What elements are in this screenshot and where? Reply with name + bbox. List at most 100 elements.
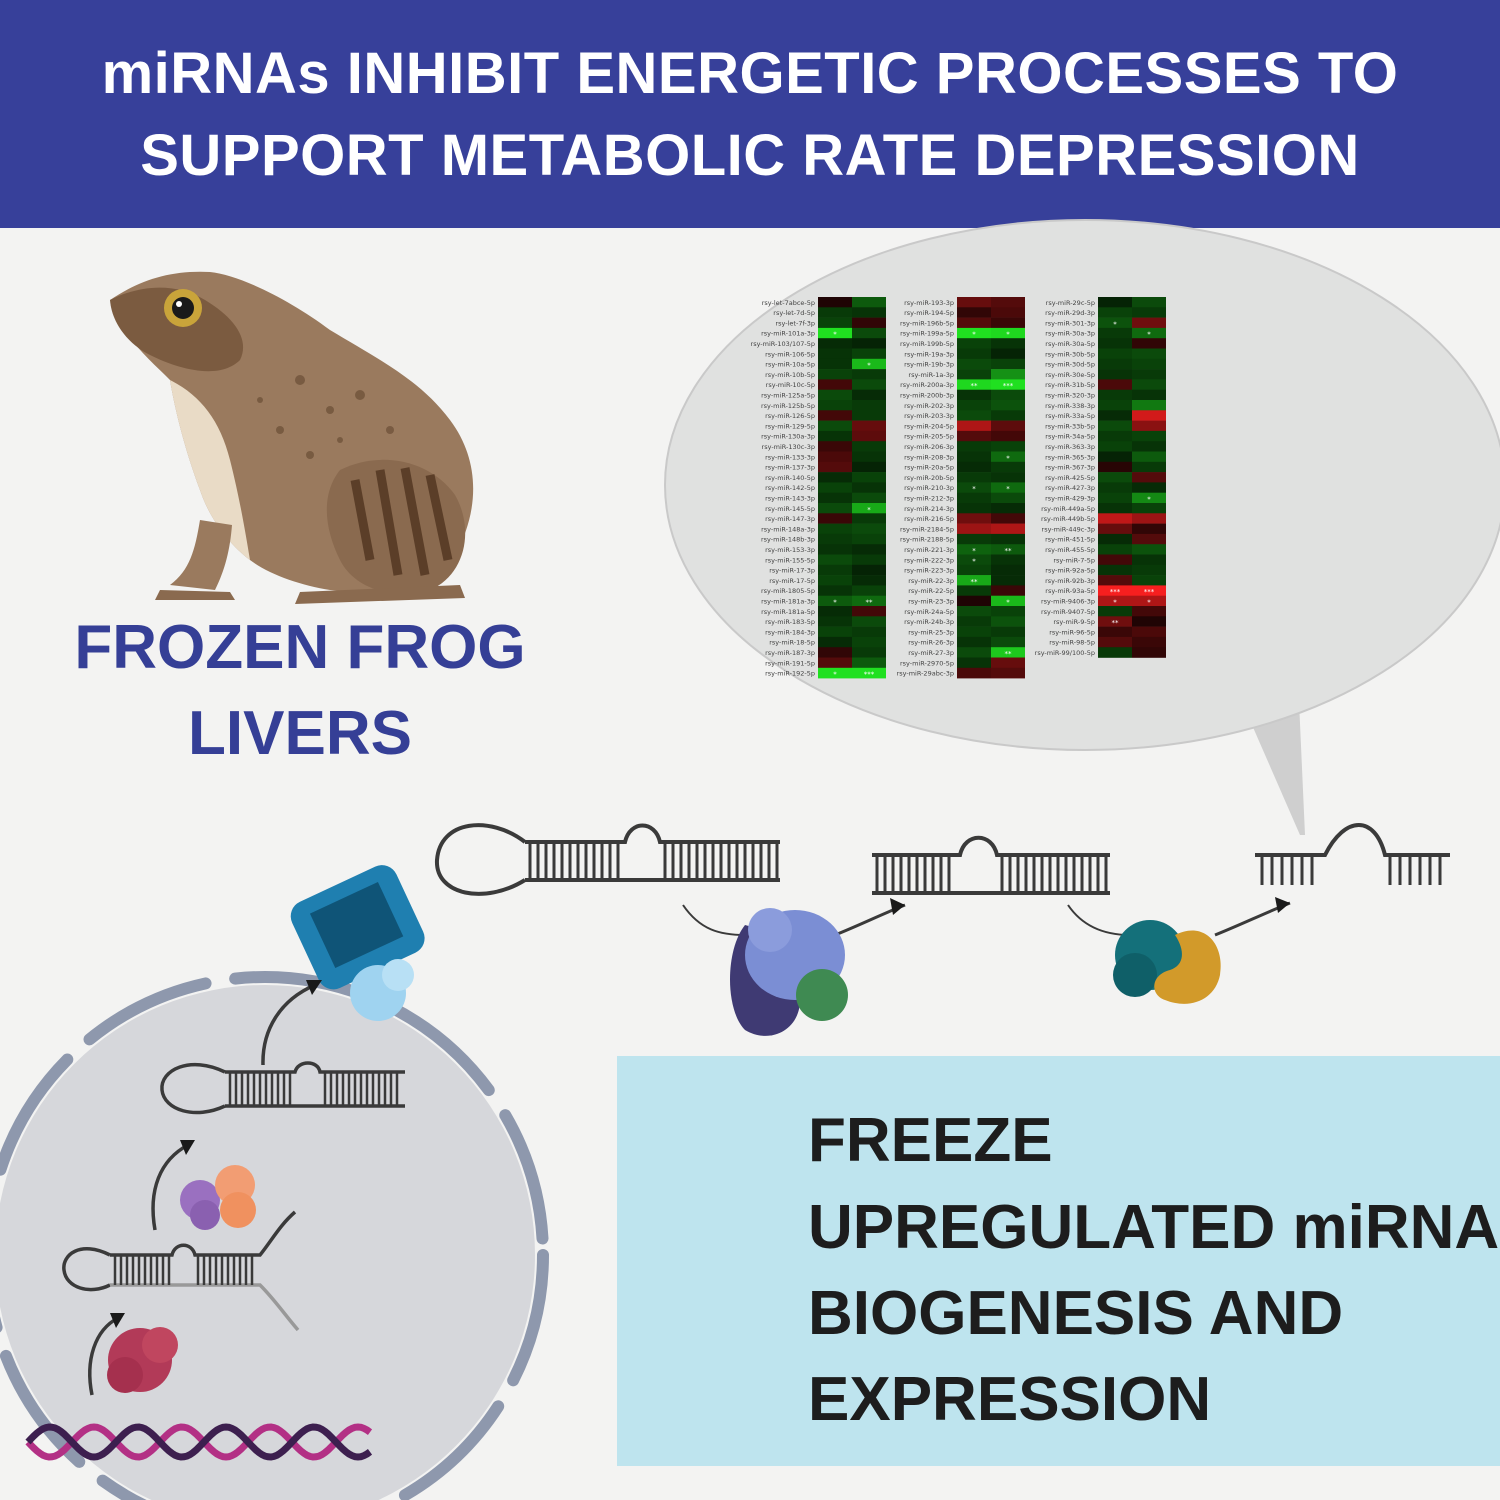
heatmap-row-label: rsy-miR-130a-3p xyxy=(761,433,815,441)
nuclear-pre-mirna xyxy=(160,1061,405,1115)
heatmap-cell xyxy=(1132,358,1166,370)
heatmap-row-label: rsy-miR-1a-3p xyxy=(908,371,954,379)
heatmap-row-label: rsy-miR-29abc-3p xyxy=(897,670,954,678)
heatmap-row-label: rsy-miR-147-3p xyxy=(765,515,815,523)
significance-mark: * xyxy=(833,331,837,339)
heatmap-row-label: rsy-miR-101a-3p xyxy=(761,330,815,338)
significance-mark: * xyxy=(867,506,871,514)
heatmap-cell xyxy=(852,636,886,648)
heatmap-cell xyxy=(852,533,886,545)
significance-mark: ** xyxy=(1005,547,1013,555)
heatmap-row-label: rsy-miR-449c-3p xyxy=(1042,525,1095,533)
heatmap-cell xyxy=(1098,317,1132,329)
heatmap-cell xyxy=(991,410,1025,421)
heatmap-cell xyxy=(957,482,991,493)
heatmap-cell xyxy=(852,503,886,514)
heatmap-row-label: rsy-miR-25-3p xyxy=(908,628,954,636)
heatmap-row-label: rsy-miR-2970-5p xyxy=(900,659,954,667)
heatmap-cell xyxy=(991,400,1025,411)
heatmap-cell xyxy=(1132,647,1166,658)
heatmap-row-label: rsy-miR-30d-5p xyxy=(1045,361,1095,369)
heatmap-cell xyxy=(1098,482,1132,493)
heatmap-row-label: rsy-miR-129-5p xyxy=(765,422,815,430)
mirna-heatmap: rsy-let-7abce-5prsy-let-7d-5prsy-let-7f-… xyxy=(751,297,1166,679)
heatmap-cell xyxy=(1098,503,1132,514)
pre-mirna-hairpin xyxy=(872,835,1110,895)
title-line-2: SUPPORT METABOLIC RATE DEPRESSION xyxy=(140,123,1360,188)
frog-head-mask xyxy=(110,287,244,372)
heatmap-cell xyxy=(852,379,886,390)
heatmap-cell xyxy=(852,492,886,504)
heatmap-row-label: rsy-miR-148b-3p xyxy=(761,536,815,544)
heatmap-row-label: rsy-miR-24b-3p xyxy=(904,618,954,626)
heatmap-cell xyxy=(1098,585,1132,596)
heatmap-row-label: rsy-miR-2188-5p xyxy=(900,536,954,544)
heatmap-cell xyxy=(957,667,991,679)
heatmap-cell xyxy=(957,307,991,318)
heatmap-row-label: rsy-miR-222-3p xyxy=(904,556,954,564)
significance-mark: * xyxy=(972,485,976,493)
heatmap-cell xyxy=(818,472,852,483)
heatmap-cell xyxy=(957,595,991,607)
significance-mark: * xyxy=(1113,599,1117,607)
cell-membrane xyxy=(0,971,549,1500)
arrowhead-2 xyxy=(1275,897,1290,913)
heatmap-row-label: rsy-miR-363-3p xyxy=(1045,443,1095,451)
significance-mark: ** xyxy=(971,382,979,390)
heatmap-row-label: rsy-miR-17-3p xyxy=(769,567,815,575)
heatmap-cell xyxy=(1098,575,1132,586)
heatmap-row-label: rsy-miR-204-5p xyxy=(904,422,954,430)
significance-mark: * xyxy=(833,599,837,607)
result-box xyxy=(617,1056,1500,1466)
significance-mark: ** xyxy=(1005,650,1013,658)
heatmap-row-label: rsy-miR-9-5p xyxy=(1053,618,1095,626)
heatmap-cell xyxy=(1098,492,1132,504)
heatmap-row-label: rsy-miR-449b-5p xyxy=(1041,515,1095,523)
heatmap-cell xyxy=(957,420,991,432)
heatmap-cell xyxy=(852,307,886,318)
heatmap-cell xyxy=(1132,492,1166,504)
heatmap-cell xyxy=(1132,348,1166,360)
heatmap-row-label: rsy-miR-200a-3p xyxy=(900,381,954,389)
heatmap-row-label: rsy-miR-125a-5p xyxy=(761,392,815,400)
heatmap-row-label: rsy-miR-221-3p xyxy=(904,546,954,554)
nuclear-pri-mirna xyxy=(62,1210,300,1332)
heatmap-cell xyxy=(957,451,991,463)
heatmap-cell xyxy=(1098,389,1132,401)
heatmap-cell xyxy=(852,317,886,329)
heatmap-row-label: rsy-miR-92a-5p xyxy=(1045,567,1095,575)
heatmap-cell xyxy=(1132,400,1166,411)
title-line-1: miRNAs INHIBIT ENERGETIC PROCESSES TO xyxy=(101,41,1399,106)
heatmap-cell xyxy=(818,307,852,318)
heatmap-cell xyxy=(957,554,991,566)
heatmap-cell xyxy=(1098,533,1132,545)
heatmap-cell xyxy=(852,554,886,566)
drosha-arrow xyxy=(151,1143,189,1231)
heatmap-cell xyxy=(991,420,1025,432)
heatmap-cell xyxy=(818,430,852,442)
heatmap-cell xyxy=(1098,420,1132,432)
heatmap-row-label: rsy-miR-33b-5p xyxy=(1045,422,1095,430)
heatmap-cell xyxy=(852,482,886,493)
heatmap-cell xyxy=(957,636,991,648)
heatmap-cell xyxy=(1098,369,1132,380)
heatmap-cell xyxy=(818,317,852,329)
heatmap-cell xyxy=(818,338,852,349)
heatmap-row-label: rsy-miR-212-3p xyxy=(904,495,954,503)
heatmap-cell xyxy=(1132,636,1166,648)
heatmap-cell xyxy=(1098,451,1132,463)
heatmap-cell xyxy=(957,297,991,308)
significance-mark: ** xyxy=(1112,619,1120,627)
heatmap-cell xyxy=(991,523,1025,535)
heatmap-cell xyxy=(818,513,852,524)
heatmap-cell xyxy=(957,647,991,658)
frog-hind-foot xyxy=(295,585,465,604)
heatmap-cell xyxy=(957,461,991,473)
heatmap-cell xyxy=(1098,461,1132,473)
heatmap-cell xyxy=(852,647,886,658)
heatmap-row-label: rsy-miR-1805-5p xyxy=(761,587,815,595)
heatmap-cell xyxy=(1098,554,1132,566)
heatmap-cell xyxy=(991,327,1025,339)
mature-mirna-duplex xyxy=(1255,823,1450,885)
heatmap-row-label: rsy-miR-99/100-5p xyxy=(1035,649,1095,657)
